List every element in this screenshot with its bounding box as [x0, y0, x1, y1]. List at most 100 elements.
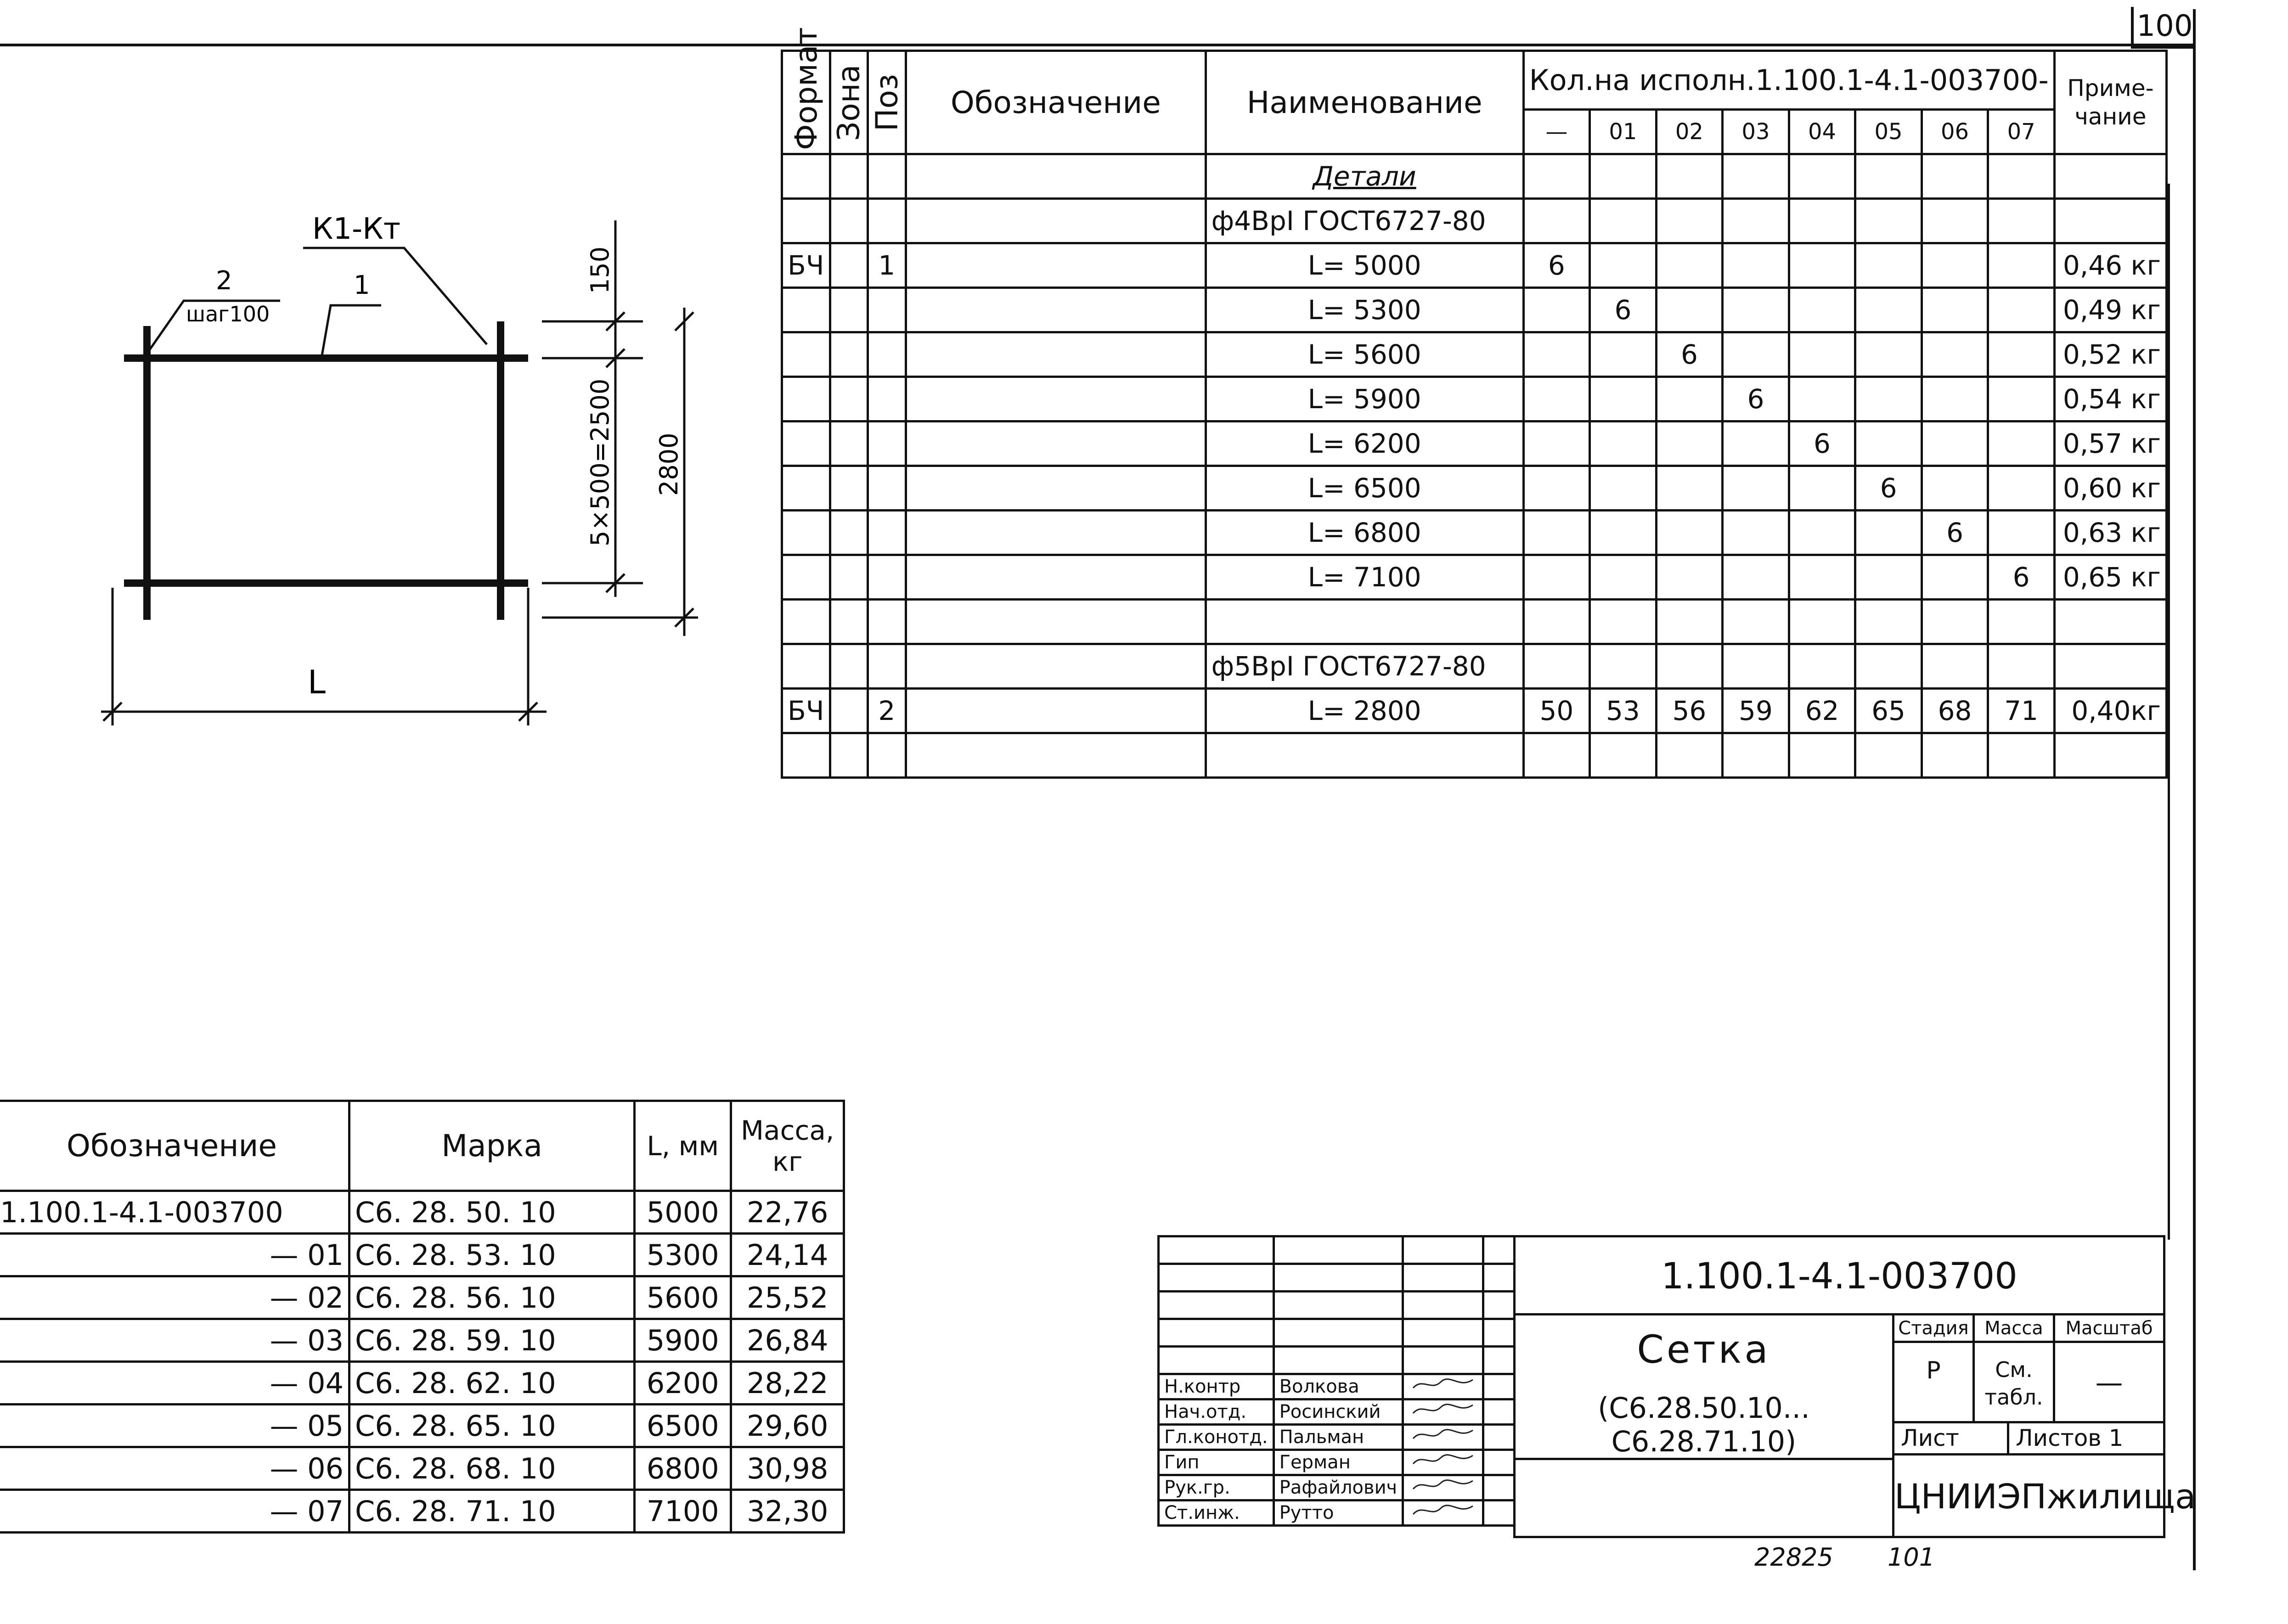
stamp-empty-row	[1157, 1235, 1516, 1265]
pos-cell	[866, 509, 907, 556]
signature-row: Нач.отд.Росинский	[1157, 1398, 1516, 1426]
handwritten-signature	[1402, 1398, 1485, 1426]
signature-name: Рутто	[1272, 1499, 1404, 1527]
qty-cell	[1987, 376, 2056, 422]
col-qty-header: Кол.на исполн.1.100.1-4.1-003700-	[1522, 50, 2056, 111]
qty-cell	[1522, 509, 1591, 556]
format-cell	[781, 465, 831, 511]
name-cell: L= 5300	[1204, 287, 1525, 333]
dim-150: 150	[586, 247, 614, 294]
variant-designation-cell: — 04	[0, 1360, 351, 1405]
qty-cell	[1589, 331, 1657, 378]
signature-role: Ст.инж.	[1157, 1499, 1275, 1527]
variant-designation-cell: — 03	[0, 1318, 351, 1363]
note-cell: 0,60 кг	[2053, 465, 2168, 511]
pos-cell	[866, 376, 907, 422]
variant-header: 04	[1787, 108, 1857, 155]
label-weld: К1-Кт	[312, 212, 400, 246]
qty-cell: 6	[1655, 331, 1724, 378]
qty-cell	[1721, 465, 1790, 511]
qty-cell: 62	[1787, 687, 1857, 734]
qty-cell	[1920, 554, 1989, 601]
qty-cell	[1721, 554, 1790, 601]
footer-sheet-number: 101	[1888, 1543, 1935, 1572]
stamp-cell	[1402, 1345, 1485, 1375]
col-note-header: Приме-чание	[2053, 50, 2168, 155]
qty-cell	[1920, 376, 1989, 422]
var-length-header: L, мм	[633, 1100, 733, 1192]
format-cell	[781, 287, 831, 333]
variant-header: 03	[1721, 108, 1790, 155]
stamp-cell	[1482, 1263, 1516, 1292]
note-cell: 0,49 кг	[2053, 287, 2168, 333]
variant-mark-cell: С6. 28. 65. 10	[348, 1403, 636, 1448]
variants-table: Обозначение Марка L, мм Масса, кг 1.100.…	[0, 1100, 845, 1534]
variant-designation-cell: — 05	[0, 1403, 351, 1448]
var-mass-header: Масса, кг	[730, 1100, 845, 1192]
stamp-cell	[1402, 1235, 1485, 1265]
qty-cell: 6	[1589, 287, 1657, 333]
qty-cell	[1787, 554, 1857, 601]
dim-grid: 5×500=2500	[586, 379, 614, 546]
variant-mass-cell: 32,30	[730, 1489, 845, 1534]
mass-label: Масса	[1975, 1315, 2055, 1343]
stamp-cell	[1272, 1290, 1404, 1320]
col-pos-header: Поз	[868, 51, 906, 154]
variant-mark-cell: С6. 28. 50. 10	[348, 1190, 636, 1235]
qty-cell	[1655, 376, 1724, 422]
stamp-cell	[1157, 1235, 1275, 1265]
format-cell	[781, 376, 831, 422]
stamp-empty-row	[1157, 1263, 1516, 1292]
format-cell	[781, 554, 831, 601]
col-format-header: Формат	[782, 27, 830, 154]
qty-cell	[1920, 420, 1989, 467]
doc-code: 1.100.1-4.1-003700	[1516, 1237, 2163, 1315]
qty-cell	[1589, 242, 1657, 289]
name-cell: L= 6800	[1204, 509, 1525, 556]
stage-value: Р	[1894, 1343, 1975, 1423]
variant-header: 05	[1854, 108, 1923, 155]
signature-name: Герман	[1272, 1449, 1404, 1476]
qty-cell	[1721, 287, 1790, 333]
note-cell: 0,52 кг	[2053, 331, 2168, 378]
variant-mass-cell: 24,14	[730, 1232, 845, 1277]
org-name: ЦНИИЭПжилища	[1894, 1477, 2196, 1517]
variant-length-cell: 5900	[633, 1318, 733, 1363]
qty-cell	[1987, 287, 2056, 333]
qty-cell	[1920, 331, 1989, 378]
variant-header: 07	[1987, 108, 2056, 155]
stamp-empty-row	[1157, 1290, 1516, 1320]
qty-cell: 59	[1721, 687, 1790, 734]
designation-cell	[905, 376, 1207, 422]
qty-cell	[1522, 331, 1591, 378]
qty-cell	[1787, 465, 1857, 511]
signature-name: Волкова	[1272, 1373, 1404, 1400]
qty-cell	[1522, 287, 1591, 333]
stamp-cell	[1482, 1398, 1516, 1426]
designation-cell	[905, 420, 1207, 467]
qty-cell	[1854, 554, 1923, 601]
qty-cell: 6	[1987, 554, 2056, 601]
qty-cell	[1987, 242, 2056, 289]
handwritten-signature	[1402, 1474, 1485, 1501]
qty-cell	[1655, 287, 1724, 333]
group-row: Детали	[781, 153, 2168, 200]
format-cell	[781, 420, 831, 467]
variant-mass-cell: 22,76	[730, 1190, 845, 1235]
leader-pos2	[146, 299, 280, 354]
qty-cell	[1787, 509, 1857, 556]
stamp-cell	[1482, 1290, 1516, 1320]
frame-right-inner	[2168, 184, 2170, 1240]
stamp-cell	[1482, 1235, 1516, 1265]
pos-cell	[866, 420, 907, 467]
frame-top-line	[0, 44, 2195, 46]
handwritten-signature	[1402, 1449, 1485, 1476]
